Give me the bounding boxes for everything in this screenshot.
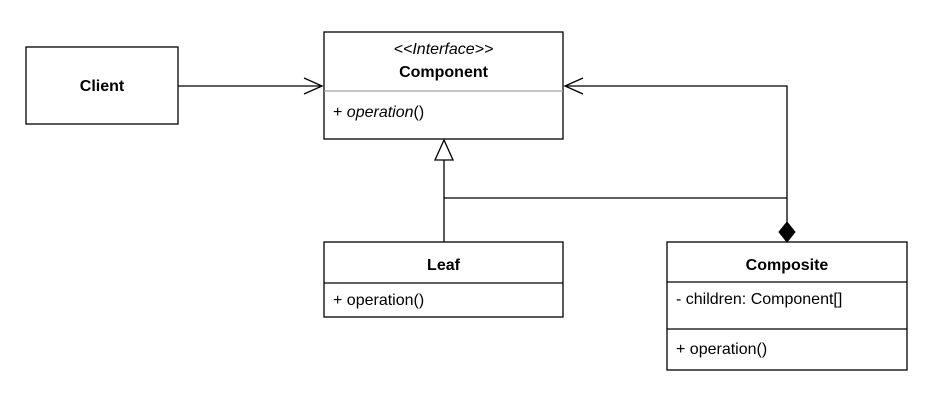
hollow-triangle-arrow (433, 138, 455, 161)
composite-box (666, 241, 908, 371)
composition-line (565, 85, 788, 222)
client-class-name: Client (80, 78, 125, 95)
composition-open-arrow-head (563, 77, 584, 95)
component-operation-name: operation (347, 104, 414, 121)
component-operation-visibility: + (333, 104, 347, 121)
composite-attribute: - children: Component[] (676, 291, 842, 308)
component-interface[interactable]: <<Interface>> Component + operation() (323, 31, 564, 140)
association-client-component[interactable] (178, 77, 324, 95)
generalization-to-component[interactable] (433, 138, 787, 242)
leaf-class-name: Leaf (427, 257, 461, 274)
open-arrow-head (303, 77, 324, 95)
composite-class-name: Composite (746, 257, 829, 274)
leaf-operation: + operation() (333, 292, 424, 309)
component-box (323, 31, 564, 140)
client-class[interactable]: Client (25, 46, 179, 125)
client-box (25, 46, 179, 125)
component-class-name: Component (399, 64, 489, 81)
composite-class[interactable]: Composite - children: Component[] + oper… (666, 241, 908, 371)
component-operation-parens: () (414, 104, 425, 121)
composite-operation: + operation() (676, 341, 767, 358)
component-operation: + operation() (333, 104, 424, 121)
leaf-class[interactable]: Leaf + operation() (323, 241, 564, 318)
component-stereotype: <<Interface>> (394, 41, 494, 58)
filled-diamond (778, 221, 796, 243)
composition-composite-component[interactable] (563, 77, 796, 243)
